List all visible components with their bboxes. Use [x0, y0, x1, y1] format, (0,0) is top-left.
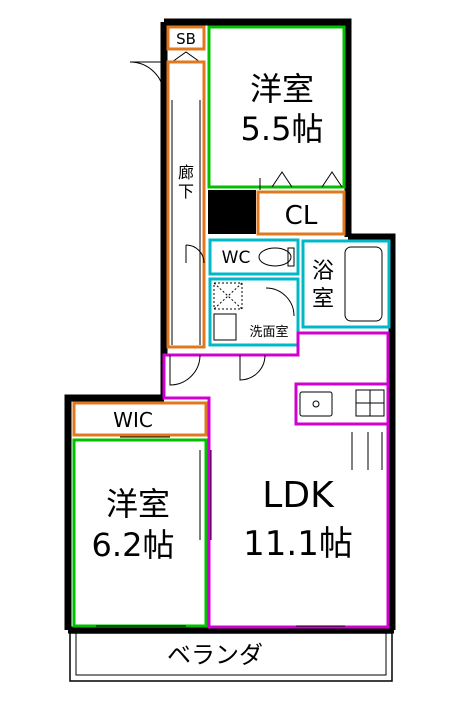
washroom-label: 洗面室 — [249, 324, 288, 340]
bathtub-icon — [344, 246, 383, 322]
kitchen-sink-icon — [299, 391, 333, 417]
western-room-1-name: 洋室 — [250, 70, 314, 108]
washer-space-icon — [213, 282, 243, 310]
western-room-1: 洋室 5.5帖 — [207, 25, 346, 190]
ldk-size: 11.1帖 — [243, 524, 353, 564]
walk-in-closet: WIC — [72, 401, 208, 438]
shoe-box: SB — [166, 25, 206, 51]
western-room-2: 洋室 6.2帖 — [72, 438, 212, 628]
closet-label: CL — [285, 201, 318, 231]
toilet: WC — [208, 238, 300, 276]
sink-icon — [213, 313, 237, 341]
veranda-label: ベランダ — [167, 641, 263, 669]
western-room-2-name: 洋室 — [106, 485, 170, 523]
kitchen-counter — [294, 382, 390, 426]
veranda: ベランダ — [69, 632, 393, 682]
ldk: LDK 11.1帖 — [162, 331, 390, 629]
walk-in-closet-label: WIC — [113, 408, 153, 432]
bath: 浴 室 — [301, 239, 391, 329]
toilet-bowl-icon — [258, 247, 292, 267]
corridor: 廊 下 — [166, 60, 206, 349]
ldk-name: LDK — [262, 475, 335, 516]
western-room-2-size: 6.2帖 — [92, 526, 175, 564]
corridor-label-top: 廊 — [178, 163, 194, 182]
toilet-label: WC — [222, 248, 251, 268]
shoe-box-label: SB — [176, 30, 196, 48]
washroom: 洗面室 — [208, 277, 300, 347]
bath-label-top: 浴 — [312, 259, 334, 284]
bath-label-bottom: 室 — [312, 287, 334, 312]
closet: CL — [256, 190, 346, 236]
wall-block — [208, 190, 256, 234]
western-room-1-size: 5.5帖 — [241, 110, 324, 148]
corridor-label-bottom: 下 — [178, 182, 194, 201]
